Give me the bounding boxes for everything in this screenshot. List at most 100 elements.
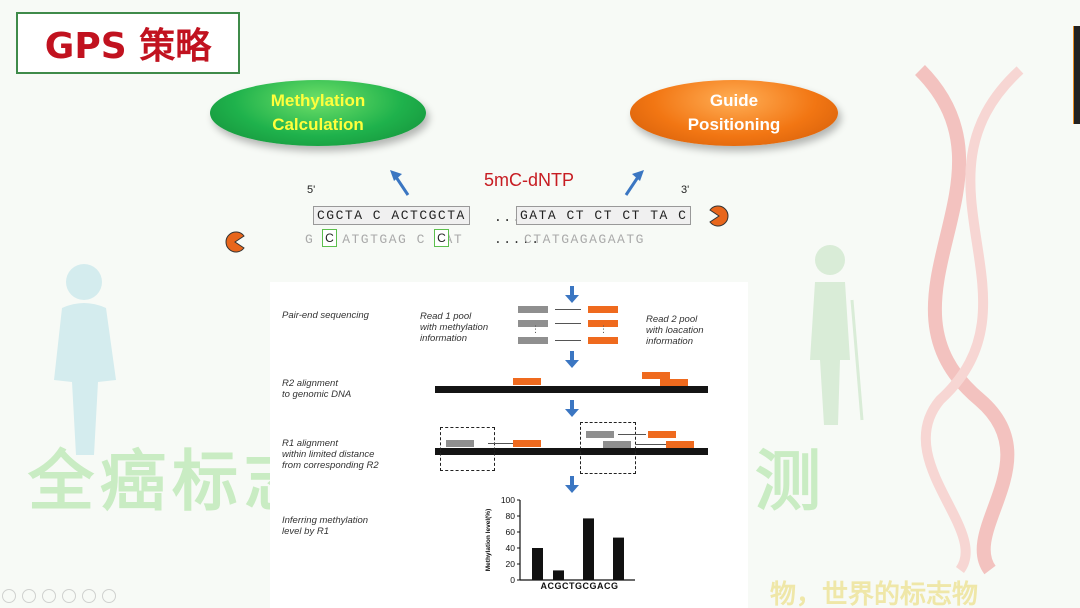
read-gap-line bbox=[555, 323, 581, 324]
aligned-r2-orange bbox=[513, 378, 541, 385]
mc-dntp-label: 5mC-dNTP bbox=[484, 170, 575, 190]
top-strand-left: CGCTA C ACTCGCTA bbox=[313, 206, 470, 225]
label-line: with methylation bbox=[420, 322, 489, 333]
step-r2-alignment-label: R2 alignment to genomic DNA bbox=[282, 378, 351, 400]
bottom-strand-right: CTATGAGAGAATG bbox=[524, 232, 645, 247]
guide-positioning-oval: Guide Positioning bbox=[630, 80, 838, 146]
read-gap-line bbox=[488, 443, 513, 444]
dna-helix-decoration bbox=[915, 65, 1024, 575]
down-arrow-icon bbox=[565, 286, 579, 303]
next-icon[interactable] bbox=[22, 589, 36, 603]
read-gap-line bbox=[618, 434, 646, 435]
read-gap-line bbox=[555, 340, 581, 341]
person-silhouette-decoration bbox=[54, 264, 116, 455]
top-strand-right: GATA CT CT CT TA C bbox=[516, 206, 692, 225]
aligned-r2-orange bbox=[666, 441, 694, 448]
read1-pool-label: Read 1 pool with methylation information bbox=[420, 311, 488, 344]
aligned-r1-gray bbox=[446, 440, 474, 447]
aligned-r2-orange bbox=[660, 379, 688, 386]
zoom-icon[interactable] bbox=[82, 589, 96, 603]
grid-icon[interactable] bbox=[62, 589, 76, 603]
slide-toolbar-ghost bbox=[2, 586, 172, 606]
watermark-left: 全癌标志 bbox=[28, 443, 316, 520]
polymerase-pacman-icon-left bbox=[225, 231, 245, 253]
bottom-strand-left: G C ATGTGAG C GAT bbox=[305, 232, 464, 247]
search-window-box bbox=[580, 422, 636, 474]
five-prime-label: 5' bbox=[307, 184, 316, 196]
down-arrow-icon bbox=[565, 400, 579, 417]
read2-orange bbox=[588, 320, 618, 327]
chart-y-axis-label: Methylation level(%) bbox=[485, 509, 492, 571]
footer-watermark: 物，世界的标志物 bbox=[770, 580, 979, 608]
aligned-r2-orange bbox=[648, 431, 676, 438]
step-r1-alignment-label: R1 alignment within limited distance fro… bbox=[282, 438, 379, 471]
down-arrow-icon bbox=[565, 476, 579, 493]
slide-edge-strip bbox=[1073, 26, 1080, 124]
aligned-r2-orange bbox=[513, 440, 541, 447]
read-gap-line bbox=[636, 444, 666, 445]
ellipsis-dots: ⋮ bbox=[599, 324, 608, 334]
chart-x-tick-labels: ACGCTGCGACG bbox=[541, 581, 619, 591]
chart-bar bbox=[532, 548, 543, 580]
genome-bar bbox=[435, 448, 708, 455]
read1-gray bbox=[518, 337, 548, 344]
read1-gray bbox=[518, 306, 548, 313]
label-line: Pair-end sequencing bbox=[282, 310, 369, 321]
up-arrow-icon-right bbox=[624, 170, 644, 196]
chart-y-tick-label: 100 bbox=[501, 495, 515, 505]
chart-bar bbox=[553, 570, 564, 580]
slide-title: GPS 策略 bbox=[16, 12, 240, 74]
label-line: Read 1 pool bbox=[420, 311, 472, 322]
aligned-r2-orange bbox=[642, 372, 670, 379]
methylation-calculation-oval: Methylation Calculation bbox=[210, 80, 426, 146]
sequence-box: GATA CT CT CT TA C bbox=[516, 206, 692, 225]
label-line: information bbox=[420, 333, 467, 344]
oval-text-line1: Guide bbox=[709, 91, 759, 110]
up-arrow-icon-left bbox=[390, 170, 410, 196]
chart-y-tick-label: 20 bbox=[506, 559, 516, 569]
step-pair-end-label: Pair-end sequencing bbox=[282, 310, 369, 321]
label-line: Read 2 pool bbox=[646, 314, 698, 325]
aligned-r1-gray bbox=[603, 441, 631, 448]
search-window-box bbox=[440, 427, 495, 471]
chart-bar bbox=[613, 537, 624, 580]
read2-orange bbox=[588, 337, 618, 344]
label-line: with loacation bbox=[646, 325, 704, 336]
label-line: R1 alignment bbox=[282, 438, 338, 449]
chart-y-tick-label: 60 bbox=[506, 527, 516, 537]
more-icon[interactable] bbox=[102, 589, 116, 603]
label-line: to genomic DNA bbox=[282, 389, 352, 400]
three-prime-label: 3' bbox=[681, 184, 690, 196]
read1-gray bbox=[518, 320, 548, 327]
step-inferring-label: Inferring methylation level by R1 bbox=[282, 515, 368, 537]
chart-bar bbox=[583, 518, 594, 580]
pen-icon[interactable] bbox=[42, 589, 56, 603]
genome-bar bbox=[435, 386, 708, 393]
oval-text-line2: Positioning bbox=[687, 115, 781, 134]
ellipsis-dots: ⋮ bbox=[531, 324, 540, 334]
methyl-c-box: C bbox=[322, 229, 337, 247]
read2-pool-label: Read 2 pool with loacation information bbox=[646, 314, 704, 347]
label-line: from corresponding R2 bbox=[282, 460, 379, 471]
down-arrow-icon bbox=[565, 351, 579, 368]
read2-orange bbox=[588, 306, 618, 313]
prev-icon[interactable] bbox=[2, 589, 16, 603]
bottom-strand-dots: ..... bbox=[494, 232, 541, 247]
chart-y-tick-label: 0 bbox=[510, 575, 515, 585]
chart-y-tick-label: 80 bbox=[506, 511, 516, 521]
label-line: Inferring methylation bbox=[282, 515, 369, 526]
label-line: level by R1 bbox=[282, 526, 329, 537]
label-line: information bbox=[646, 336, 693, 347]
aligned-r1-gray bbox=[586, 431, 614, 438]
methyl-c-box: C bbox=[434, 229, 449, 247]
oval-text-line1: Methylation bbox=[270, 91, 366, 110]
chart-y-tick-label: 40 bbox=[506, 543, 516, 553]
read-gap-line bbox=[555, 309, 581, 310]
sequence-box: CGCTA C ACTCGCTA bbox=[313, 206, 470, 225]
label-line: within limited distance bbox=[282, 449, 375, 460]
label-line: R2 alignment bbox=[282, 378, 338, 389]
watermark-right: 测 bbox=[755, 443, 827, 520]
oval-text-line2: Calculation bbox=[272, 115, 364, 134]
polymerase-pacman-icon-right bbox=[709, 205, 729, 227]
